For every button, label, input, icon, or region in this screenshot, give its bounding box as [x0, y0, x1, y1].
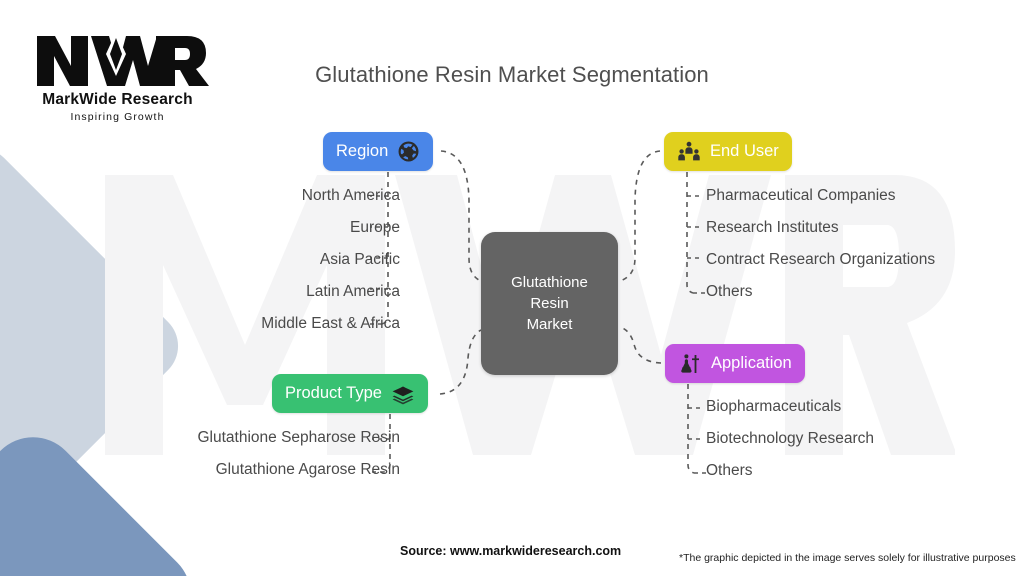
layered-stack-icon — [391, 382, 415, 406]
connector-enduser-to-center — [619, 150, 661, 282]
branch-label-region: Region — [336, 142, 389, 161]
list-item[interactable]: Biotechnology Research — [706, 430, 875, 447]
connector-region-to-center — [440, 150, 482, 282]
branch-items-end-user: Pharmaceutical Companies Research Instit… — [706, 188, 935, 316]
list-item[interactable]: Glutathione Sepharose Resin — [197, 429, 401, 446]
list-item[interactable]: Contract Research Organizations — [706, 251, 936, 268]
connector-application-to-center — [619, 326, 662, 364]
center-node[interactable]: Glutathione Resin Market — [481, 232, 618, 375]
spine-application — [687, 384, 695, 474]
branch-items-region: North America Europe Asia Pacific Latin … — [261, 188, 400, 348]
branch-label-end-user: End User — [710, 142, 779, 161]
list-item[interactable]: Research Institutes — [706, 219, 839, 236]
list-item[interactable]: Others — [706, 462, 753, 479]
lab-flask-icon — [678, 352, 702, 376]
logo-mark-icon — [37, 32, 209, 86]
list-item[interactable]: Biopharmaceuticals — [706, 398, 842, 415]
list-item[interactable]: Others — [706, 283, 753, 300]
list-item[interactable]: Europe — [350, 219, 400, 236]
logo-tagline-text: Inspiring Growth — [70, 111, 165, 123]
decorative-shape-light — [0, 133, 193, 559]
list-item[interactable]: North America — [301, 187, 400, 204]
list-item[interactable]: Pharmaceutical Companies — [706, 187, 896, 204]
branch-label-application: Application — [711, 354, 792, 373]
branch-items-product-type: Glutathione Sepharose Resin Glutathione … — [198, 430, 401, 494]
logo: MarkWide Research Inspiring Growth — [25, 32, 210, 123]
page-title: Glutathione Resin Market Segmentation — [315, 62, 709, 87]
center-node-label: Glutathione Resin Market — [511, 274, 588, 333]
source-note: Source: www.markwideresearch.com — [400, 544, 622, 558]
branch-badge-product-type[interactable]: Product Type — [272, 374, 428, 413]
list-item[interactable]: Middle East & Africa — [261, 315, 400, 332]
branch-badge-region[interactable]: Region — [323, 132, 434, 171]
branch-items-application: Biopharmaceuticals Biotechnology Researc… — [706, 399, 874, 495]
disclaimer-note: *The graphic depicted in the image serve… — [679, 552, 1016, 564]
decorative-shape-dark — [0, 418, 210, 576]
people-group-icon — [677, 140, 701, 164]
list-item[interactable]: Glutathione Agarose Resin — [215, 461, 400, 478]
logo-brand-text: MarkWide Research — [42, 91, 193, 108]
list-item[interactable]: Latin America — [306, 283, 400, 300]
branch-badge-end-user[interactable]: End User — [664, 132, 792, 171]
branch-badge-application[interactable]: Application — [665, 344, 805, 383]
globe-icon — [397, 140, 420, 163]
list-item[interactable]: Asia Pacific — [319, 251, 400, 268]
connector-product-to-center — [439, 329, 482, 395]
branch-label-product-type: Product Type — [285, 384, 382, 403]
spine-enduser — [686, 172, 694, 294]
